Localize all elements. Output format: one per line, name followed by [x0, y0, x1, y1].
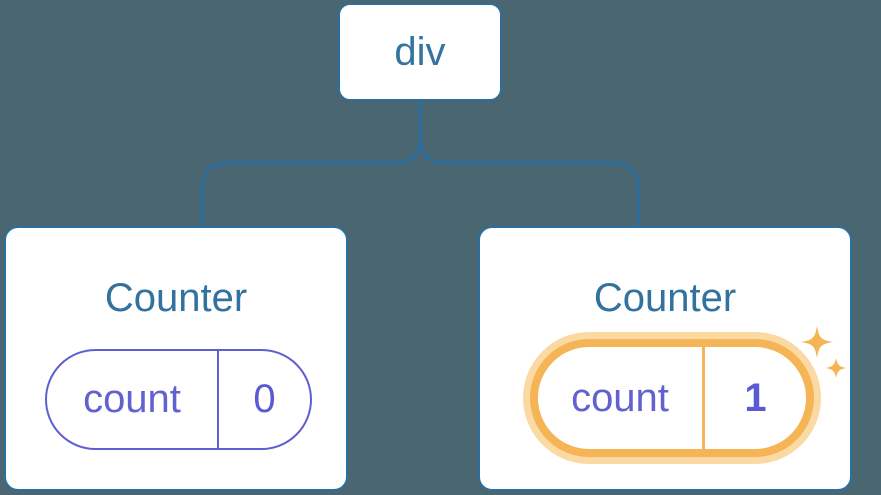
state-key-label: count [538, 347, 705, 449]
state-value-label: 0 [253, 377, 276, 421]
counter-card-right: Counter count 1 [478, 226, 852, 491]
state-key-label: count [47, 351, 219, 448]
component-name-label: Counter [104, 276, 248, 320]
component-name-label: Counter [593, 276, 737, 320]
state-value-label: 1 [744, 375, 767, 420]
connector-path [200, 99, 641, 230]
sparkle-small [826, 358, 846, 378]
root-node-div: div [338, 3, 502, 101]
state-pill-highlighted: count 1 [530, 339, 814, 457]
root-node-label: div [394, 29, 446, 74]
sparkle-large [801, 326, 833, 358]
counter-card-left: Counter count 0 [4, 226, 348, 491]
state-pill: count 0 [45, 349, 312, 450]
sparkles-icon [801, 326, 846, 378]
